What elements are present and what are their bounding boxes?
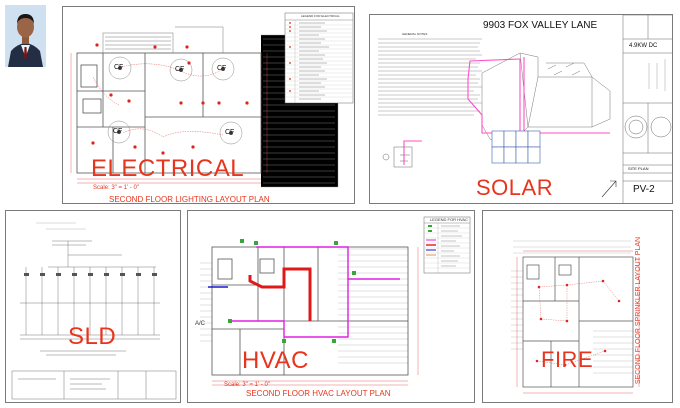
hvac-floor-plan (200, 216, 471, 386)
fan-label: CF (175, 66, 185, 73)
fan-label: CF (113, 128, 123, 135)
solar-module-array (491, 130, 541, 164)
ceiling-fan-icon (108, 56, 132, 80)
general-notes-heading: GENERAL NOTES (402, 32, 428, 36)
north-arrow-icon (601, 180, 617, 198)
hvac-legend-heading: LEGEND FOR HVAC (430, 217, 468, 222)
fan-label: CF (114, 64, 124, 71)
sld-drawing-panel[interactable]: SLD (5, 210, 181, 403)
electrical-legend-box (284, 12, 354, 104)
fan-label: CF (217, 65, 227, 72)
single-line-diagram (11, 222, 177, 400)
solar-site-plan (378, 15, 672, 203)
hvac-big-label: HVAC (242, 347, 309, 374)
hvac-drawing-panel[interactable]: LEGEND FOR HVAC A/C HVAC Scale: 3" = 1' … (187, 210, 475, 403)
fire-drawing-panel[interactable]: FIRE SECOND FLOOR SPRINKLER LAYOUT PLAN (482, 210, 673, 403)
fan-label: CF (225, 129, 235, 136)
fire-plan-title: SECOND FLOOR SPRINKLER LAYOUT PLAN (635, 236, 643, 385)
ceiling-fan-icon (211, 57, 235, 81)
solar-big-label: SOLAR (476, 175, 554, 200)
electrical-plan-title: SECOND FLOOR LIGHTING LAYOUT PLAN (109, 195, 270, 204)
hvac-legend-box (423, 216, 471, 274)
main-trunk-duct (248, 267, 312, 321)
person-portrait-image (5, 5, 46, 67)
ceiling-fan-icon (107, 120, 131, 144)
supply-duct-run (230, 246, 400, 338)
profile-photo (5, 5, 46, 67)
fire-big-label: FIRE (541, 347, 594, 372)
hvac-plan-title: SECOND FLOOR HVAC LAYOUT PLAN (246, 389, 391, 398)
electrical-drawing-panel[interactable]: CF CF CF CF CF LEGEND FOR ELECTRICAL ELE… (62, 6, 355, 204)
electrical-scale-text: Scale: 3" = 1' - 0" (93, 185, 139, 191)
system-size-text: 4.9KW DC (629, 43, 658, 49)
sheet-number: PV-2 (633, 184, 655, 195)
solar-drawing-panel[interactable]: 9903 FOX VALLEY LANE GENERAL NOTES 4.9KW… (369, 14, 673, 204)
electrical-legend-heading: LEGEND FOR ELECTRICAL (301, 14, 340, 18)
light-fixture-icon (91, 43, 249, 155)
hvac-scale-text: Scale: 3" = 1' - 0" (224, 382, 270, 388)
ceiling-fan-icon (169, 58, 193, 82)
fire-sprinkler-plan (511, 240, 640, 394)
ac-unit-label: A/C (195, 321, 206, 327)
supply-diffuser-icon (228, 239, 356, 343)
ceiling-fan-icon (219, 121, 243, 145)
solar-address-title: 9903 FOX VALLEY LANE (483, 20, 598, 31)
electrical-big-label: ELECTRICAL (91, 155, 245, 182)
sld-big-label: SLD (68, 323, 117, 350)
sheet-title: SITE PLAN (628, 166, 649, 171)
electrical-floor-plan (70, 12, 354, 188)
